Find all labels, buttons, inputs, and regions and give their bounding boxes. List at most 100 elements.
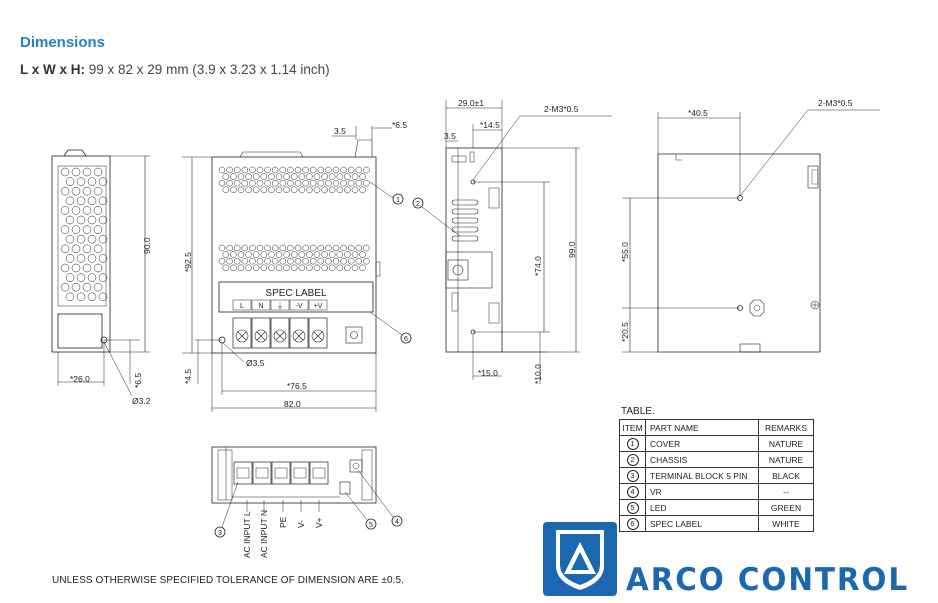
vent-hole xyxy=(302,166,309,174)
callout-3 xyxy=(214,526,226,538)
back-view: *40.5 2-M3*0.5 *55.0 *20.5 xyxy=(620,98,880,353)
part-name: TERMINAL BLOCK 5 PIN xyxy=(645,467,759,484)
terminal-label: N xyxy=(258,303,263,310)
vent-hole xyxy=(82,282,92,292)
vent-hole xyxy=(65,254,75,263)
vent-hole xyxy=(71,186,81,196)
vent-hole xyxy=(60,244,70,254)
vent-hole xyxy=(60,225,70,234)
table-row: 4 VR -- xyxy=(619,483,814,500)
vent-hole xyxy=(344,251,351,258)
terminal xyxy=(251,317,271,349)
vent-hole xyxy=(347,244,355,252)
dim-front-height: *92.5 xyxy=(183,252,193,272)
vent-hole xyxy=(275,264,283,272)
vent-hole xyxy=(355,257,363,265)
vent-hole xyxy=(355,244,363,252)
remark: -- xyxy=(758,483,814,500)
vent-hole xyxy=(87,254,97,263)
vent-hole xyxy=(279,166,287,174)
vent-hole xyxy=(302,244,309,252)
vent-hole xyxy=(332,166,340,174)
vent-hole xyxy=(264,244,271,252)
vent-hole xyxy=(222,264,230,272)
vent-hole xyxy=(351,251,359,258)
vent-hole xyxy=(351,173,359,180)
vent-hole xyxy=(313,264,321,272)
vent-hole xyxy=(226,179,233,187)
vent-hole xyxy=(264,179,271,187)
dim-right-depth: 29.0±1 xyxy=(458,98,484,108)
vent-hole xyxy=(317,179,325,187)
vent-hole xyxy=(237,251,245,258)
vent-hole xyxy=(351,186,359,194)
vent-hole xyxy=(260,173,268,180)
vent-hole xyxy=(306,251,313,258)
table-row: 6 SPEC LABEL WHITE xyxy=(619,515,814,532)
dim-front-hole: Ø3.5 xyxy=(246,358,265,368)
dim-front-width: 82.0 xyxy=(284,399,301,409)
vent-hole xyxy=(82,186,92,196)
dim-left-offset: *6.5 xyxy=(133,373,143,388)
vent-hole xyxy=(82,225,92,234)
bottom-label-ac-l: AC INPUT L xyxy=(242,511,252,558)
vent-hole xyxy=(302,179,309,187)
vent-hole xyxy=(230,251,237,258)
terminal-label: +V xyxy=(314,303,323,310)
front-outline xyxy=(211,156,377,354)
dimensions-summary: L x W x H: 99 x 82 x 29 mm (3.9 x 3.23 x… xyxy=(20,62,330,77)
vent-hole xyxy=(93,263,103,273)
vent-hole xyxy=(290,251,298,258)
vent-hole xyxy=(283,251,290,258)
bottom-outline xyxy=(211,446,377,504)
vent-hole xyxy=(65,234,75,244)
back-outline xyxy=(657,153,821,353)
vent-hole xyxy=(241,244,249,252)
vent-hole xyxy=(290,264,298,272)
vent-hole xyxy=(363,257,370,265)
vent-hole xyxy=(245,264,252,272)
dim-left-hole: Ø3.2 xyxy=(132,396,151,406)
vent-hole xyxy=(317,166,325,174)
section-title: Dimensions xyxy=(20,34,106,51)
callout-5 xyxy=(365,518,377,530)
vent-hole xyxy=(325,244,332,252)
vent-hole xyxy=(355,179,363,187)
vent-hole xyxy=(359,173,366,180)
terminal xyxy=(308,317,328,349)
vent-hole xyxy=(87,196,97,206)
dim-back-width: *40.5 xyxy=(688,108,708,118)
vent-hole xyxy=(264,257,271,265)
vent-hole xyxy=(65,273,75,282)
vent-slot xyxy=(451,208,479,215)
vent-hole xyxy=(65,292,75,302)
vent-hole xyxy=(325,179,332,187)
vent-hole xyxy=(290,186,298,194)
vent-hole xyxy=(332,257,340,265)
vent-hole xyxy=(344,173,351,180)
vent-hole xyxy=(317,244,325,252)
vent-hole xyxy=(98,196,108,206)
vent-hole xyxy=(82,263,92,273)
vent-hole xyxy=(313,186,321,194)
vent-hole xyxy=(230,264,237,272)
vent-hole xyxy=(241,257,249,265)
vent-hole xyxy=(298,173,306,180)
terminal xyxy=(290,461,310,485)
dim-front-hole-span: *76.5 xyxy=(287,381,307,391)
arco-logo-icon xyxy=(543,522,617,596)
vent-slot xyxy=(451,217,479,224)
vent-hole xyxy=(328,173,336,180)
vent-hole xyxy=(93,167,103,177)
dim-right-screw-offset: *15.0 xyxy=(478,368,498,378)
dim-right-bottom: *10.0 xyxy=(533,364,543,384)
vent-hole xyxy=(290,173,298,180)
parts-table: ITEM PART NAME REMARKS 1 COVER NATURE 2 … xyxy=(619,419,814,532)
spec-label-area xyxy=(218,281,374,313)
vent-hole xyxy=(294,257,302,265)
vent-hole xyxy=(249,166,256,174)
svg-text:3: 3 xyxy=(218,530,222,537)
vent-hole xyxy=(325,166,332,174)
dim-right-screw-depth: *14.5 xyxy=(480,120,500,130)
